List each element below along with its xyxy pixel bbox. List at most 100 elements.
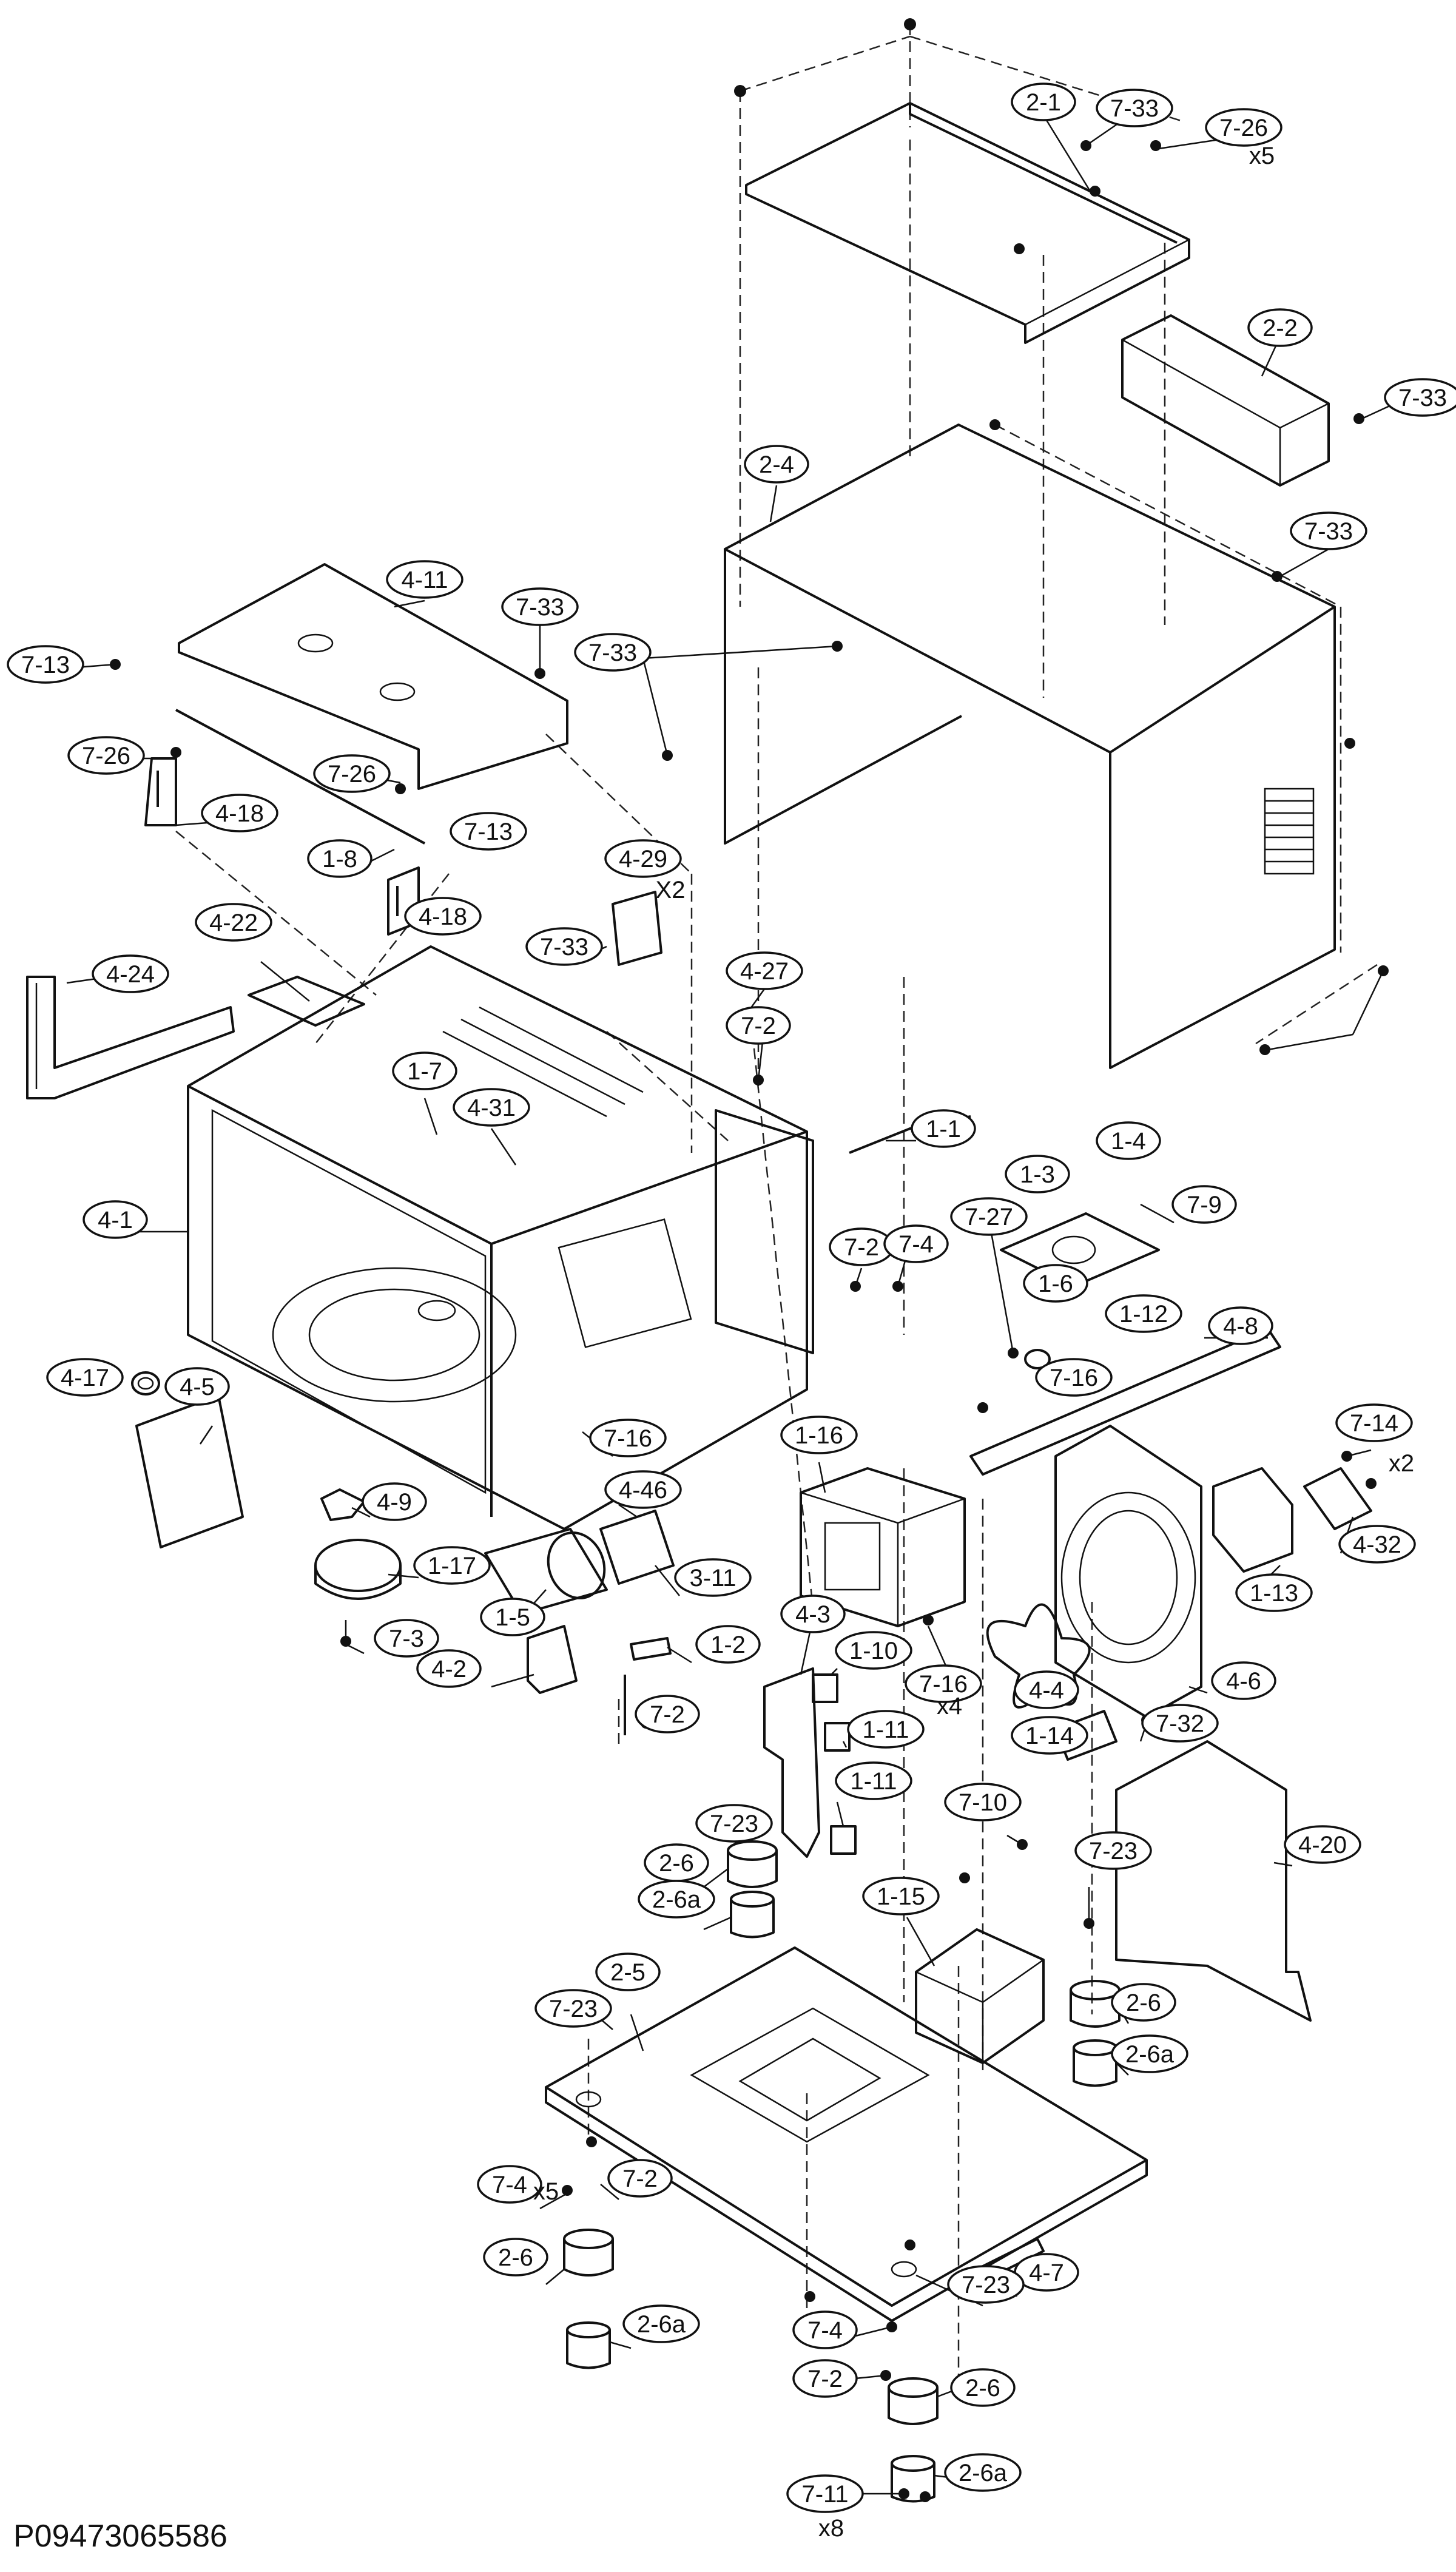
part-callout: 4-31 xyxy=(453,1088,530,1127)
part-callout: 1-6 xyxy=(1023,1264,1088,1303)
part-callout: 1-15 xyxy=(862,1877,940,1915)
callout-label: 7-33 xyxy=(1304,518,1353,545)
callout-label: 4-22 xyxy=(209,910,258,936)
part-callout: 4-3 xyxy=(780,1595,846,1633)
turntable-motor xyxy=(314,1539,402,1644)
callout-bubble xyxy=(83,1200,148,1239)
part-callout: 1-17 xyxy=(413,1546,491,1585)
callout-bubble xyxy=(374,1619,439,1658)
callout-bubble xyxy=(501,587,579,626)
part-callout: 7-32 xyxy=(1141,1704,1219,1743)
callout-bubble xyxy=(477,2165,542,2204)
callout-bubble xyxy=(1111,1983,1176,2022)
callout-bubble xyxy=(595,1953,661,1991)
callout-bubble xyxy=(792,2310,858,2349)
top-cover-panel xyxy=(745,102,1190,344)
callout-bubble xyxy=(1096,1121,1161,1160)
callout-label: 7-16 xyxy=(1050,1365,1098,1391)
callout-label: 1-14 xyxy=(1025,1723,1074,1749)
callout-bubble xyxy=(950,1197,1028,1236)
callout-bubble xyxy=(883,1224,949,1263)
callout-bubble xyxy=(1208,1306,1273,1345)
part-callout: 7-33 xyxy=(1096,89,1173,127)
part-callout: 4-5 xyxy=(164,1367,230,1406)
oven-cavity xyxy=(187,945,814,1530)
callout-label: 7-32 xyxy=(1156,1710,1204,1737)
part-callout: 4-2 xyxy=(416,1649,482,1688)
callout-label: 7-16 xyxy=(604,1425,652,1452)
callout-label: 2-6 xyxy=(965,2375,1000,2402)
part-callout: 7-26 xyxy=(67,736,145,775)
part-callout: 1-4 xyxy=(1096,1121,1161,1160)
callout-bubble xyxy=(574,633,652,672)
callout-label: 1-1 xyxy=(926,1116,961,1143)
callout-label: 2-6a xyxy=(637,2311,686,2338)
callout-label: 1-17 xyxy=(428,1553,476,1579)
part-callout: 7-2 xyxy=(726,1006,791,1045)
upper-shelf-plate xyxy=(178,563,568,790)
callout-bubble xyxy=(835,1631,912,1670)
callout-bubble xyxy=(404,897,482,936)
part-callout: 2-5 xyxy=(595,1953,661,1991)
callout-bubble xyxy=(589,1419,667,1457)
part-callout: 4-4 xyxy=(1014,1670,1079,1709)
base-plate xyxy=(545,1946,1148,2322)
callout-bubble xyxy=(416,1649,482,1688)
callout-bubble xyxy=(780,1416,858,1454)
thermostat xyxy=(1024,1349,1051,1369)
callout-bubble xyxy=(674,1558,752,1597)
callout-bubble xyxy=(638,1880,715,1919)
callout-bubble xyxy=(622,2304,700,2343)
callout-bubble xyxy=(835,1761,912,1800)
callout-bubble xyxy=(480,1598,545,1636)
callout-label: 4-4 xyxy=(1029,1677,1064,1704)
part-callout: 7-4 xyxy=(477,2165,542,2204)
callout-bubble xyxy=(1205,108,1282,147)
callout-bubble xyxy=(792,2359,858,2398)
callout-bubble xyxy=(1284,1825,1361,1864)
part-callout: 1-3 xyxy=(1005,1155,1070,1193)
callout-bubble xyxy=(453,1088,530,1127)
part-callout: 7-26 xyxy=(313,754,391,793)
callout-label: 4-9 xyxy=(377,1489,412,1516)
callout-bubble xyxy=(92,954,169,993)
callout-label: 4-3 xyxy=(795,1601,831,1628)
cover-sheet xyxy=(248,976,365,1027)
foot-right xyxy=(1070,1980,1121,2087)
part-callout: 4-9 xyxy=(362,1482,427,1521)
callout-label: 7-4 xyxy=(492,2172,527,2198)
mounting-rail xyxy=(969,1328,1281,1476)
callout-label: 7-23 xyxy=(710,1811,758,1837)
part-callout: 7-14 xyxy=(1335,1403,1413,1442)
callout-bubble xyxy=(607,2159,673,2198)
part-callout: 2-6 xyxy=(483,2238,548,2277)
part-callout: 4-18 xyxy=(201,794,278,832)
callout-bubble xyxy=(386,560,463,599)
figure-code: P09473065586 xyxy=(13,2519,228,2554)
fan-motor xyxy=(1212,1467,1293,1573)
callout-bubble xyxy=(1335,1403,1413,1442)
callout-bubble xyxy=(947,2265,1025,2304)
part-callout: 4-24 xyxy=(92,954,169,993)
callout-label: 2-1 xyxy=(1026,89,1061,116)
callout-label: 1-10 xyxy=(849,1638,898,1664)
callout-bubble xyxy=(944,2453,1022,2492)
foot-upper xyxy=(727,1840,778,1939)
part-callout: 4-46 xyxy=(604,1470,682,1509)
part-callout: 4-17 xyxy=(46,1358,124,1397)
callout-label: 1-6 xyxy=(1038,1271,1073,1297)
callout-bubble xyxy=(1105,1294,1182,1333)
motor-bracket xyxy=(1303,1467,1372,1530)
high-voltage-transformer xyxy=(800,1467,966,1627)
callout-label: 4-31 xyxy=(467,1095,516,1121)
callout-label: 2-5 xyxy=(610,1959,645,1986)
callout-label: 4-6 xyxy=(1226,1668,1261,1695)
small-transformer xyxy=(915,1928,1045,2064)
callout-label: 7-33 xyxy=(1398,385,1447,411)
callout-bubble xyxy=(1035,1358,1113,1397)
quantity-multiplier: x5 xyxy=(1249,143,1275,169)
heater-tube xyxy=(175,709,425,845)
switch-1-11-upper xyxy=(824,1722,851,1752)
